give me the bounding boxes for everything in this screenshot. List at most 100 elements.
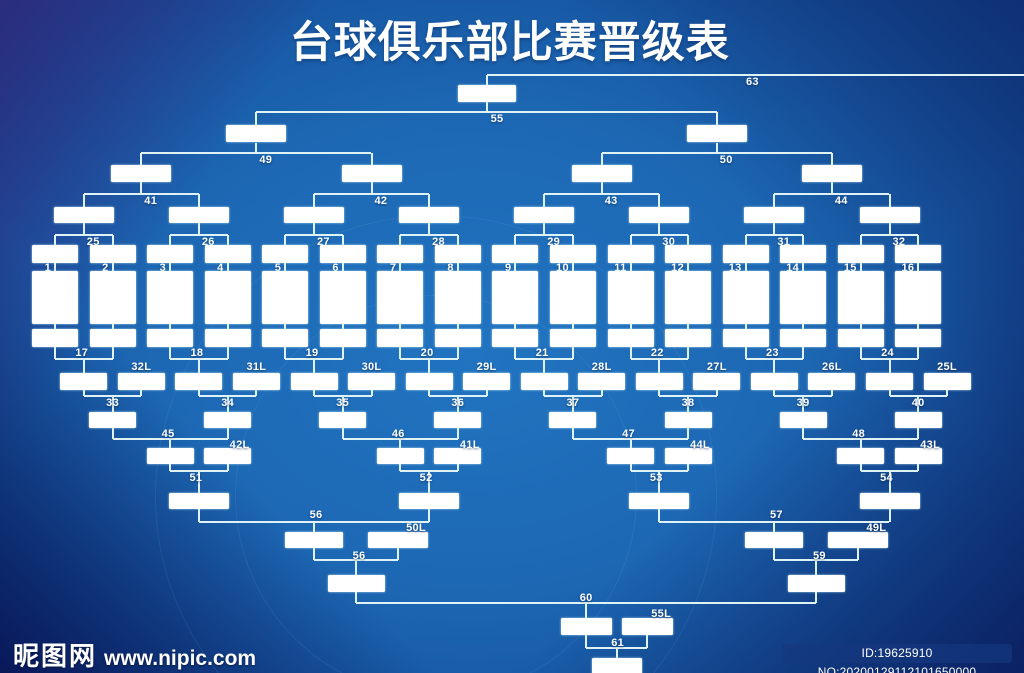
match-winner-slot	[226, 125, 287, 142]
match-number-label: 57	[769, 509, 783, 521]
connector-line	[917, 347, 920, 359]
connector-line	[514, 324, 517, 329]
match-number-label: 53	[649, 472, 663, 484]
match-number-label: 46	[391, 428, 405, 440]
connector-line	[687, 324, 689, 329]
connector-line	[456, 347, 459, 359]
losers-advance-slot	[175, 373, 223, 390]
connector-line	[745, 234, 804, 236]
poster-title: 台球俱乐部比赛晋级表	[289, 19, 730, 67]
match-winner-slot	[284, 207, 344, 223]
connector-line	[802, 428, 805, 439]
loser-drop-slot	[434, 448, 482, 464]
connector-line	[830, 153, 833, 165]
round1-winner-slot	[204, 245, 251, 263]
connector-line	[514, 347, 517, 359]
connector-line	[197, 509, 200, 522]
connector-line	[285, 234, 343, 236]
match-number-label: 51	[189, 472, 203, 484]
player-name-slot	[262, 271, 309, 324]
match-winner-slot	[399, 207, 460, 223]
connector-line	[773, 194, 776, 207]
losers-advance-slot	[629, 493, 690, 509]
connector-line	[802, 235, 805, 245]
loser-drop-slot	[923, 373, 971, 390]
losers-advance-slot	[779, 412, 827, 428]
connector-line	[313, 359, 315, 373]
match-number-label: 50	[719, 154, 733, 166]
connector-line	[658, 194, 661, 207]
player-name-slot	[377, 271, 424, 324]
connector-line	[859, 263, 862, 271]
round1-winner-slot	[32, 245, 78, 263]
connector-line	[313, 223, 315, 235]
match-number-label: 29	[547, 236, 561, 248]
connector-line	[370, 153, 373, 165]
connector-line	[629, 439, 632, 448]
connector-line	[313, 194, 315, 207]
round1-loser-slot	[722, 329, 769, 347]
connector-line	[226, 396, 229, 412]
round1-loser-slot	[607, 329, 654, 347]
match-number-label: 31	[777, 236, 791, 248]
match-winner-slot	[744, 207, 805, 223]
connector-line	[255, 112, 258, 125]
connector-line	[397, 548, 399, 560]
connector-line	[456, 428, 459, 439]
connector-line	[859, 464, 862, 471]
connector-line	[485, 390, 488, 396]
connector-line	[226, 464, 229, 471]
connector-line	[715, 390, 718, 396]
connector-line	[802, 324, 805, 329]
losers-advance-slot	[290, 373, 338, 390]
match-number-label: 24	[881, 347, 894, 359]
loser-drop-slot	[808, 373, 856, 390]
connector-line	[773, 522, 776, 532]
connector-line	[773, 223, 776, 235]
connector-line	[428, 390, 431, 396]
match-number-label: 34	[221, 397, 235, 409]
column-number-label: 2	[102, 262, 109, 274]
connector-line	[83, 193, 199, 195]
loser-drop-label: 32L	[131, 361, 152, 373]
connector-line	[55, 234, 113, 236]
connector-line	[197, 471, 200, 493]
connector-line	[111, 324, 114, 329]
connector-line	[658, 223, 661, 235]
connector-line	[169, 263, 172, 271]
match-number-label: 18	[190, 347, 204, 359]
connector-line	[169, 347, 172, 359]
loser-drop-label: 42L	[229, 439, 250, 451]
column-number-label: 13	[728, 262, 742, 274]
connector-line	[428, 471, 431, 493]
match-number-label: 42	[374, 195, 388, 207]
round1-winner-slot	[262, 245, 309, 263]
match-number-label: 27	[317, 236, 330, 248]
connector-line	[111, 263, 114, 271]
column-number-label: 1	[44, 262, 51, 274]
connector-line	[341, 235, 344, 245]
round1-loser-slot	[147, 329, 194, 347]
match-number-label: 41	[144, 195, 158, 207]
connector-line	[859, 347, 862, 359]
round1-winner-slot	[377, 245, 424, 263]
match-number-label: 28	[432, 236, 445, 248]
connector-line	[543, 223, 546, 235]
connector-line	[917, 464, 920, 471]
connector-line	[256, 111, 717, 113]
player-name-slot	[319, 271, 366, 324]
connector-line	[456, 235, 459, 245]
loser-drop-label: 49L	[866, 522, 887, 534]
connector-line	[226, 263, 229, 271]
connector-line	[888, 223, 891, 235]
match-number-label: 20	[420, 347, 434, 359]
connector-line	[54, 347, 56, 359]
connector-line	[169, 324, 172, 329]
connector-line	[888, 359, 891, 373]
match-number-label: 25	[86, 236, 100, 248]
connector-line	[543, 194, 546, 207]
connector-line	[629, 324, 632, 329]
connector-line	[428, 194, 431, 207]
match-number-label: 63	[746, 76, 759, 88]
loser-drop-slot	[204, 448, 252, 464]
